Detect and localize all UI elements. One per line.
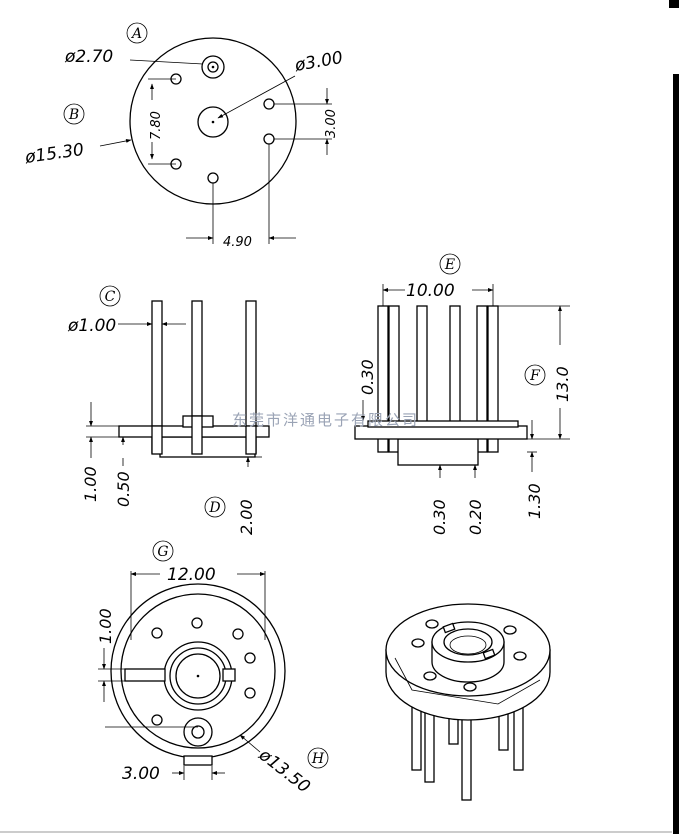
top-view-center-mark bbox=[211, 120, 215, 124]
top-view-pin-hole-3 bbox=[263, 98, 275, 110]
callout-g: G bbox=[152, 540, 174, 562]
callout-e: E bbox=[439, 253, 461, 275]
front-pin-redraw-1 bbox=[151, 425, 163, 455]
svg-text:B: B bbox=[68, 107, 79, 123]
dim-0-30-top: 0.30 bbox=[358, 359, 377, 395]
front-base-lower bbox=[159, 436, 256, 458]
bottom-view-slot-right bbox=[222, 668, 236, 682]
dim-7-80: 7.80 bbox=[149, 111, 164, 140]
bottom-pin-hole-4 bbox=[244, 652, 256, 664]
dim-dia-15-30: ø15.30 bbox=[23, 140, 85, 168]
svg-text:H: H bbox=[311, 751, 325, 767]
dim-12-00: 12.00 bbox=[167, 565, 216, 585]
svg-text:A: A bbox=[130, 26, 142, 42]
side-pin-5 bbox=[476, 305, 488, 453]
bottom-pin-hole-3 bbox=[232, 628, 244, 640]
bottom-pin-hole-1 bbox=[151, 627, 163, 639]
dim-3-00-top: 3.00 bbox=[324, 109, 339, 138]
svg-text:G: G bbox=[157, 544, 168, 560]
dim-1-00-bottom: 1.00 bbox=[96, 608, 115, 644]
dim-dia-13-50: ø13.50 bbox=[254, 745, 314, 798]
callout-d: D bbox=[204, 496, 226, 518]
svg-text:C: C bbox=[105, 289, 116, 305]
dim-10-00: 10.00 bbox=[406, 281, 455, 301]
iso-hub-inner bbox=[443, 628, 493, 656]
bottom-key-circle-inner bbox=[191, 725, 205, 739]
bottom-pin-hole-6 bbox=[151, 714, 163, 726]
bottom-view-center bbox=[196, 674, 200, 678]
watermark: 东莞市洋通电子有限公司 bbox=[232, 411, 419, 429]
front-view: C D ø1.00 1.00 0.50 2.00 bbox=[67, 285, 270, 535]
dim-0-50: 0.50 bbox=[114, 471, 133, 507]
isometric-view bbox=[385, 603, 551, 801]
top-view-center-dot bbox=[211, 65, 215, 69]
dim-dia-1-00: ø1.00 bbox=[67, 316, 116, 336]
edge-bar-right bbox=[673, 74, 679, 834]
top-view-pin-hole-4 bbox=[263, 133, 275, 145]
callout-f: F bbox=[524, 364, 546, 386]
bottom-pin-hole-2 bbox=[191, 617, 203, 629]
dim-1-30: 1.30 bbox=[525, 483, 544, 519]
bottom-key-circle-outer bbox=[183, 717, 213, 747]
callout-c: C bbox=[99, 285, 121, 307]
iso-hub-bore bbox=[449, 635, 487, 655]
bottom-view-flange bbox=[120, 593, 276, 749]
iso-base-flat bbox=[394, 657, 541, 705]
top-view-pin-hole-5 bbox=[207, 172, 219, 184]
dim-0-30-bottom: 0.30 bbox=[430, 499, 449, 535]
svg-text:F: F bbox=[529, 368, 541, 384]
front-pin-redraw-3 bbox=[245, 425, 257, 455]
callout-a: A bbox=[126, 22, 148, 44]
side-base-step bbox=[367, 420, 519, 428]
top-view-center-hole bbox=[197, 106, 229, 138]
dim-0-20: 0.20 bbox=[466, 499, 485, 535]
dim-13-0: 13.0 bbox=[553, 366, 572, 402]
side-pin-2 bbox=[388, 305, 400, 453]
side-view: E F 10.00 0.30 13.0 0.30 0.20 1.30 bbox=[354, 253, 572, 535]
bottom-view-tab bbox=[183, 755, 213, 766]
top-view-hole-big-inner bbox=[207, 61, 219, 73]
top-view-hole-big-outer bbox=[201, 55, 225, 79]
dim-3-00-bottom: 3.00 bbox=[122, 764, 160, 784]
dim-2-00: 2.00 bbox=[237, 499, 256, 535]
bottom-view-slot bbox=[124, 668, 166, 682]
dim-1-00-front: 1.00 bbox=[81, 466, 100, 502]
bottom-view-hub-3 bbox=[175, 653, 221, 699]
callout-b: B bbox=[63, 103, 85, 125]
callout-h: H bbox=[307, 747, 329, 769]
svg-text:E: E bbox=[444, 257, 455, 273]
bottom-pin-hole-5 bbox=[244, 687, 256, 699]
dim-4-90: 4.90 bbox=[223, 235, 252, 250]
edge-bar-top bbox=[669, 0, 679, 8]
svg-text:D: D bbox=[208, 500, 220, 516]
dim-dia-2-70: ø2.70 bbox=[64, 47, 113, 67]
front-pin-redraw-2 bbox=[191, 415, 203, 455]
bottom-view: G H 12.00 1.00 3.00 ø13.50 bbox=[96, 540, 329, 798]
dim-dia-3-00: ø3.00 bbox=[292, 48, 344, 76]
top-view: A B ø2.70 ø3.00 ø15.30 7.80 3.00 4.90 bbox=[23, 22, 344, 250]
iso-pin-4 bbox=[461, 707, 472, 801]
side-base-lower bbox=[397, 438, 479, 466]
